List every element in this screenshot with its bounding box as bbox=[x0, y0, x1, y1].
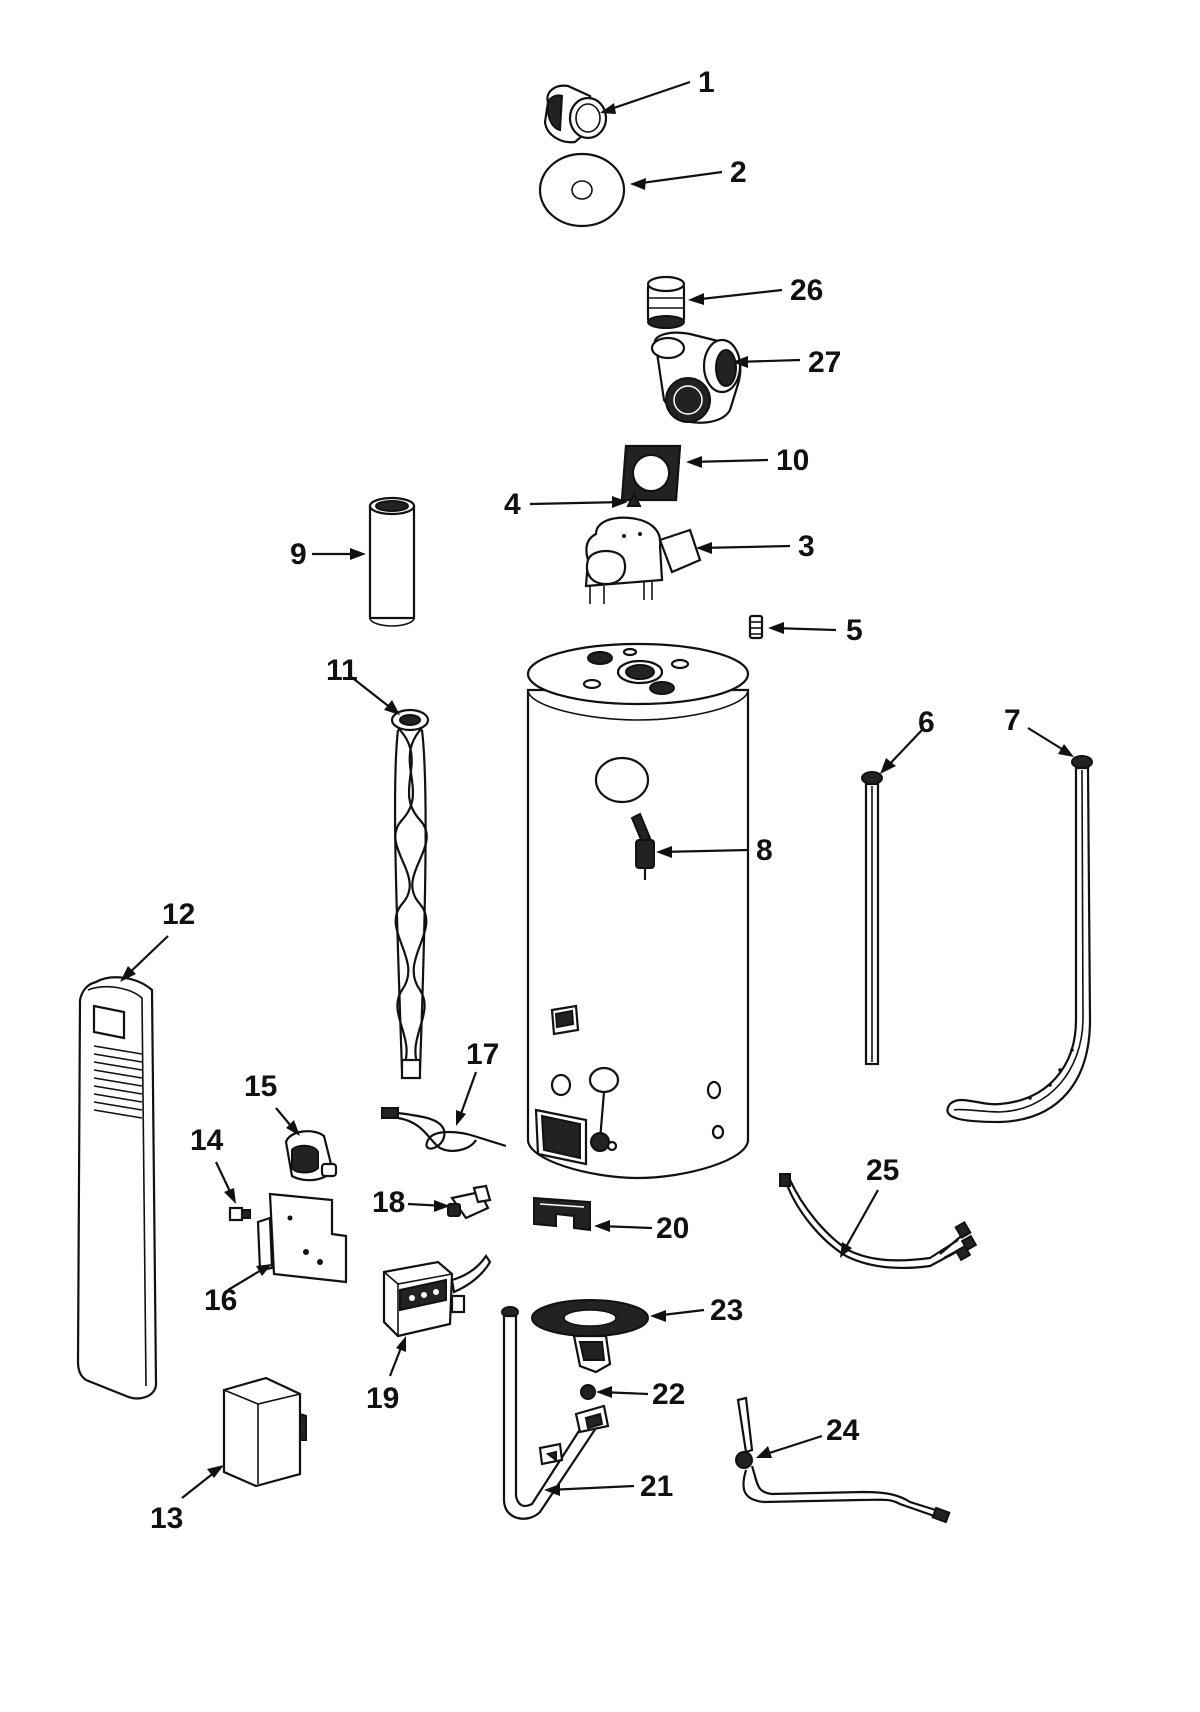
callout-4: 4 bbox=[504, 488, 628, 521]
callout-label-9: 9 bbox=[290, 538, 307, 571]
callout-label-23: 23 bbox=[710, 1294, 743, 1327]
callout-13: 13 bbox=[150, 1465, 224, 1535]
callout-5: 5 bbox=[768, 614, 863, 647]
callout-11: 11 bbox=[326, 654, 400, 715]
part-24-pilot-assembly[interactable] bbox=[735, 1396, 951, 1524]
part-20-inner-door[interactable] bbox=[533, 1196, 591, 1232]
callout-23: 23 bbox=[650, 1294, 743, 1327]
callout-1: 1 bbox=[600, 66, 715, 114]
callout-label-25: 25 bbox=[866, 1154, 899, 1187]
callout-24: 24 bbox=[756, 1414, 860, 1458]
part-1-vent-elbow[interactable] bbox=[543, 84, 608, 144]
callout-label-19: 19 bbox=[366, 1382, 399, 1415]
part-9-vent-pipe[interactable] bbox=[368, 496, 416, 627]
callout-label-3: 3 bbox=[798, 530, 815, 563]
callout-8: 8 bbox=[656, 834, 773, 867]
callout-label-5: 5 bbox=[846, 614, 863, 647]
callout-label-27: 27 bbox=[808, 346, 841, 379]
callout-label-26: 26 bbox=[790, 274, 823, 307]
part-25-wire-harness[interactable] bbox=[779, 1173, 978, 1269]
callout-9: 9 bbox=[290, 538, 366, 571]
callout-26: 26 bbox=[688, 274, 823, 307]
part-14-screw[interactable] bbox=[228, 1206, 251, 1222]
water-heater-tank[interactable] bbox=[526, 642, 750, 1180]
part-22-orifice[interactable] bbox=[580, 1384, 596, 1400]
callout-label-12: 12 bbox=[162, 898, 195, 931]
callout-label-15: 15 bbox=[244, 1070, 277, 1103]
part-16-mounting-bracket[interactable] bbox=[256, 1192, 348, 1284]
callout-label-24: 24 bbox=[826, 1414, 860, 1447]
callout-17: 17 bbox=[456, 1038, 499, 1126]
callout-label-22: 22 bbox=[652, 1378, 685, 1411]
callout-16: 16 bbox=[204, 1264, 272, 1317]
callout-12: 12 bbox=[120, 898, 195, 982]
part-2-vent-collar[interactable] bbox=[538, 152, 626, 228]
part-27-blower[interactable] bbox=[650, 331, 742, 424]
callout-label-6: 6 bbox=[918, 706, 935, 739]
jacket-vent-slots bbox=[93, 1045, 143, 1119]
part-10-gasket[interactable] bbox=[620, 444, 682, 502]
callout-18: 18 bbox=[372, 1186, 450, 1219]
callout-7: 7 bbox=[1004, 704, 1074, 757]
callout-6: 6 bbox=[880, 706, 935, 774]
callout-label-21: 21 bbox=[640, 1470, 673, 1503]
callout-25: 25 bbox=[840, 1154, 899, 1258]
callout-21: 21 bbox=[544, 1470, 673, 1503]
part-8-relief-valve[interactable] bbox=[630, 812, 655, 880]
callout-2: 2 bbox=[630, 156, 747, 190]
callout-label-7: 7 bbox=[1004, 704, 1021, 737]
callout-15: 15 bbox=[244, 1070, 300, 1136]
callout-20: 20 bbox=[594, 1212, 689, 1245]
callout-3: 3 bbox=[696, 530, 815, 563]
callout-label-13: 13 bbox=[150, 1502, 183, 1535]
callout-label-4: 4 bbox=[504, 488, 521, 521]
part-13-control-box[interactable] bbox=[222, 1376, 307, 1488]
part-26-adapter[interactable] bbox=[646, 275, 686, 329]
callout-label-14: 14 bbox=[190, 1124, 224, 1157]
callout-14: 14 bbox=[190, 1124, 236, 1204]
callout-label-10: 10 bbox=[776, 444, 809, 477]
part-17-power-cord[interactable] bbox=[381, 1107, 507, 1152]
callout-label-2: 2 bbox=[730, 156, 747, 189]
callout-10: 10 bbox=[686, 444, 809, 477]
part-6-dip-tube[interactable] bbox=[861, 771, 883, 1066]
callout-label-11: 11 bbox=[326, 654, 358, 687]
part-15-pressure-switch[interactable] bbox=[284, 1130, 338, 1182]
part-3-draft-hood[interactable] bbox=[584, 516, 702, 604]
part-19-gas-valve[interactable] bbox=[382, 1254, 492, 1338]
part-11-flue-baffle[interactable] bbox=[390, 708, 430, 1080]
callout-27: 27 bbox=[732, 346, 841, 379]
callout-label-1: 1 bbox=[698, 66, 715, 99]
callout-label-16: 16 bbox=[204, 1284, 237, 1317]
part-4-hood-sensor[interactable] bbox=[626, 491, 642, 507]
callout-label-17: 17 bbox=[466, 1038, 499, 1071]
part-7-anode-rod[interactable] bbox=[946, 755, 1093, 1124]
callout-label-18: 18 bbox=[372, 1186, 405, 1219]
part-21-manifold-tube[interactable] bbox=[501, 1306, 610, 1520]
callout-label-20: 20 bbox=[656, 1212, 689, 1245]
part-5-nipple-fitting[interactable] bbox=[748, 614, 764, 640]
callout-label-8: 8 bbox=[756, 834, 773, 867]
part-18-drain-valve[interactable] bbox=[447, 1184, 492, 1220]
callout-19: 19 bbox=[366, 1336, 406, 1415]
part-12-jacket-cover[interactable] bbox=[76, 976, 158, 1400]
callout-22: 22 bbox=[596, 1378, 685, 1411]
part-23-burner[interactable] bbox=[531, 1299, 649, 1374]
